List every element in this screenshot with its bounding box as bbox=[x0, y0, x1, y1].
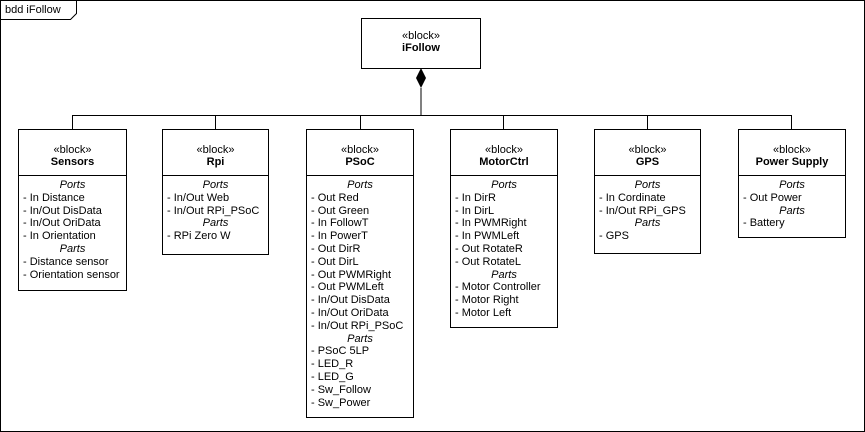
part-item: - GPS bbox=[599, 230, 629, 243]
frame-label: bdd iFollow bbox=[5, 4, 61, 16]
composition-diamond bbox=[416, 68, 426, 88]
port-item: - In DirL bbox=[455, 204, 495, 217]
part-item: - Motor Left bbox=[455, 306, 512, 319]
parts-section-title: Parts bbox=[202, 217, 229, 230]
port-item: - Out Red bbox=[311, 191, 359, 204]
ports-section-title: Ports bbox=[59, 179, 86, 191]
port-item: - In Distance bbox=[23, 191, 85, 204]
block-name: PSoC bbox=[345, 156, 375, 168]
port-item: - In/Out RPi_PSoC bbox=[311, 319, 404, 332]
part-item: - Battery bbox=[743, 217, 785, 230]
part-item: - Sw_Follow bbox=[311, 383, 371, 396]
part-item: - Distance sensor bbox=[23, 255, 109, 268]
port-item: - In/Out OriData bbox=[23, 217, 101, 230]
block-ifollow[interactable]: «block» iFollow bbox=[361, 18, 481, 69]
ports-section-title: Ports bbox=[491, 179, 517, 191]
port-item: - In/Out DisData bbox=[23, 204, 102, 217]
block-stereotype: «block» bbox=[341, 144, 379, 156]
port-item: - Out PWMRight bbox=[311, 268, 392, 281]
block-stereotype: «block» bbox=[485, 144, 523, 156]
port-item: - Out DirL bbox=[311, 255, 359, 268]
block-compartment: Ports- Out Red- Out Green- In FollowT- I… bbox=[307, 176, 413, 409]
port-item: - In DirR bbox=[455, 191, 496, 204]
part-item: - LED_G bbox=[311, 370, 354, 383]
part-item: - Motor Right bbox=[455, 294, 519, 307]
port-item: - Out PWMLeft bbox=[311, 281, 384, 294]
port-item: - Out RotateL bbox=[455, 255, 522, 268]
parts-section-title: Parts bbox=[779, 204, 805, 217]
block-stereotype: «block» bbox=[53, 144, 92, 156]
part-item: - Orientation sensor bbox=[23, 268, 120, 281]
ports-section-title: Ports bbox=[347, 179, 373, 191]
port-item: - Out Green bbox=[311, 204, 370, 217]
port-item: - In PWMRight bbox=[455, 217, 527, 230]
block-header: «block»MotorCtrl bbox=[451, 130, 557, 176]
ports-section-title: Ports bbox=[202, 179, 229, 191]
block-stereotype: «block» bbox=[196, 144, 235, 156]
parts-section-title: Parts bbox=[59, 242, 86, 255]
part-item: - Motor Controller bbox=[455, 281, 541, 294]
port-item: - In/Out OriData bbox=[311, 306, 389, 319]
port-item: - In FollowT bbox=[311, 217, 369, 230]
block-stereotype: «block» bbox=[628, 144, 667, 156]
block-header: «block»PSoC bbox=[307, 130, 413, 176]
port-item: - In/Out RPi_GPS bbox=[599, 204, 686, 217]
block-stereotype: «block» bbox=[773, 144, 811, 156]
block-compartment: Ports- In Distance- In/Out DisData- In/O… bbox=[19, 176, 126, 281]
port-item: - In PowerT bbox=[311, 230, 368, 243]
part-item: - RPi Zero W bbox=[167, 230, 231, 243]
block-stereotype: «block» bbox=[402, 30, 440, 42]
parts-section-title: Parts bbox=[347, 332, 373, 345]
part-item: - Sw_Power bbox=[311, 396, 371, 409]
block-name: GPS bbox=[635, 156, 660, 168]
frame-label-tab bbox=[0, 0, 77, 20]
block-compartment: Ports- In DirR- In DirL- In PWMRight- In… bbox=[451, 176, 557, 320]
part-item: - PSoC 5LP bbox=[311, 345, 370, 358]
port-item: - In Cordinate bbox=[599, 191, 666, 204]
part-item: - LED_R bbox=[311, 358, 354, 371]
block-name: Sensors bbox=[50, 156, 95, 168]
block-header: «block»Sensors bbox=[19, 130, 126, 176]
parts-section-title: Parts bbox=[634, 217, 661, 230]
port-item: - In PWMLeft bbox=[455, 230, 520, 243]
port-item: - In/Out DisData bbox=[311, 294, 390, 307]
port-item: - In Orientation bbox=[23, 230, 96, 243]
parts-section-title: Parts bbox=[491, 268, 517, 281]
block-header: «block»Power Supply bbox=[739, 130, 845, 176]
port-item: - In/Out Web bbox=[167, 191, 230, 204]
port-item: - Out RotateR bbox=[455, 242, 523, 255]
block-name: MotorCtrl bbox=[479, 156, 529, 168]
block-name: iFollow bbox=[402, 42, 440, 54]
port-item: - Out DirR bbox=[311, 242, 361, 255]
port-item: - In/Out RPi_PSoC bbox=[167, 204, 260, 217]
port-item: - Out Power bbox=[743, 191, 802, 204]
ports-section-title: Ports bbox=[779, 179, 805, 191]
block-name: Rpi bbox=[206, 156, 225, 168]
block-header: «block»GPS bbox=[595, 130, 700, 176]
ports-section-title: Ports bbox=[634, 179, 661, 191]
block-header: «block» iFollow bbox=[362, 19, 480, 55]
block-header: «block»Rpi bbox=[163, 130, 268, 176]
block-name: Power Supply bbox=[755, 156, 829, 168]
